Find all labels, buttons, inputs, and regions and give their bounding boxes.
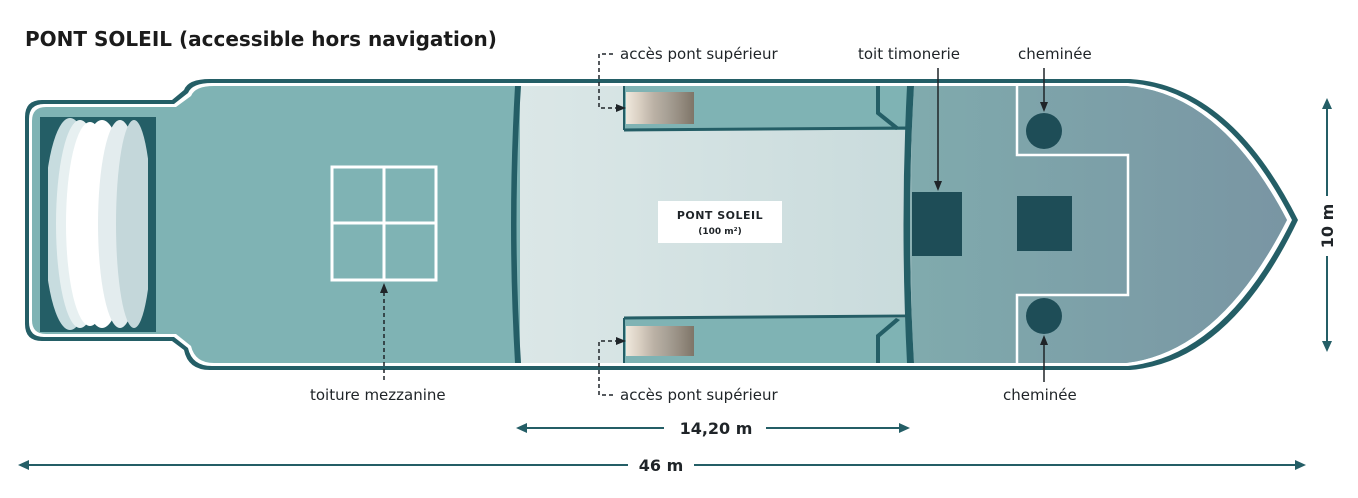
sun-deck-label-box bbox=[658, 201, 782, 243]
bulkhead-left bbox=[511, 86, 521, 363]
stern-wave-pattern bbox=[40, 117, 156, 332]
access-bottom-leader bbox=[598, 340, 618, 396]
brace-bottom bbox=[876, 318, 900, 363]
access-top-label: accès pont supérieur bbox=[620, 45, 778, 63]
toiture-mezzanine-label: toiture mezzanine bbox=[310, 386, 446, 404]
toit-timonerie-label: toit timonerie bbox=[858, 45, 960, 63]
sun-deck-area: (100 m²) bbox=[698, 227, 741, 237]
brace-top bbox=[876, 86, 900, 130]
dimension-sun-deck: 14,20 m bbox=[516, 419, 910, 438]
cheminee-bottom-label: cheminée bbox=[1003, 386, 1077, 404]
chimney-bottom bbox=[1026, 298, 1062, 334]
mezzanine-window bbox=[330, 165, 438, 282]
bow-section bbox=[910, 86, 1287, 363]
stairs-top bbox=[626, 92, 694, 124]
access-bottom-label: accès pont supérieur bbox=[620, 386, 778, 404]
cheminee-top-label: cheminée bbox=[1018, 45, 1092, 63]
stairs-bottom bbox=[626, 326, 694, 356]
dimension-total-label: 46 m bbox=[639, 456, 684, 475]
wheelhouse-roof bbox=[912, 192, 962, 256]
walkway-top bbox=[624, 86, 910, 130]
sun-deck-label: PONT SOLEIL bbox=[677, 209, 763, 222]
page-title: PONT SOLEIL (accessible hors navigation) bbox=[25, 27, 497, 51]
dimension-width-label: 10 m bbox=[1318, 204, 1337, 249]
bulkhead-right bbox=[903, 86, 914, 363]
dimension-width: 10 m bbox=[1318, 98, 1337, 352]
chimney-top bbox=[1026, 113, 1062, 149]
bow-outline bbox=[1015, 86, 1130, 363]
dimension-sun-deck-label: 14,20 m bbox=[680, 419, 753, 438]
access-top-leader bbox=[598, 53, 618, 109]
dimension-total: 46 m bbox=[18, 456, 1306, 475]
walkway-bottom bbox=[624, 318, 910, 363]
bow-block bbox=[1017, 196, 1072, 251]
